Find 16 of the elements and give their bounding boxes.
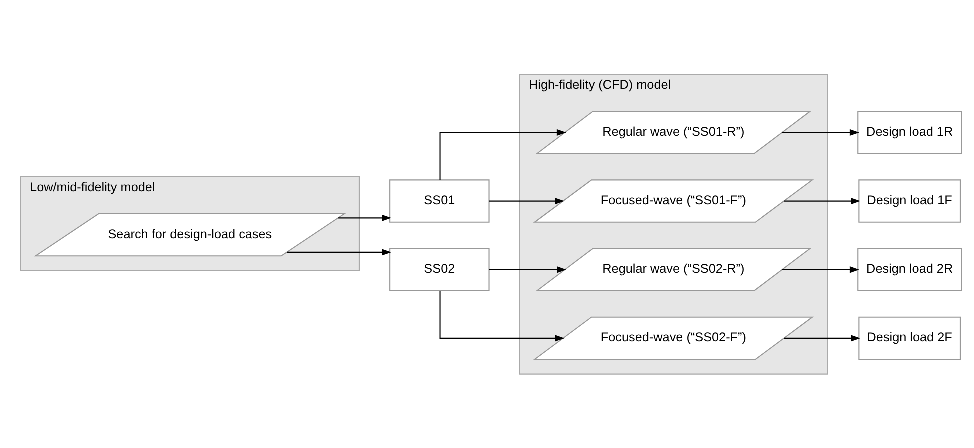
node-box: Design load 1R xyxy=(858,110,962,154)
node-box: Design load 2R xyxy=(858,248,962,291)
arrow xyxy=(784,334,861,342)
arrow xyxy=(784,197,861,204)
arrow xyxy=(440,290,565,342)
arrow xyxy=(489,266,566,273)
arrow xyxy=(338,214,392,221)
arrow xyxy=(782,128,860,136)
arrow xyxy=(287,248,392,256)
node-box: SS02 xyxy=(390,248,490,291)
node-box: SS01 xyxy=(390,179,490,222)
arrow xyxy=(440,128,566,180)
arrow xyxy=(782,266,860,273)
node-box: Design load 1F xyxy=(858,179,961,222)
arrow xyxy=(489,197,565,204)
node-box: Design load 2F xyxy=(858,316,961,360)
